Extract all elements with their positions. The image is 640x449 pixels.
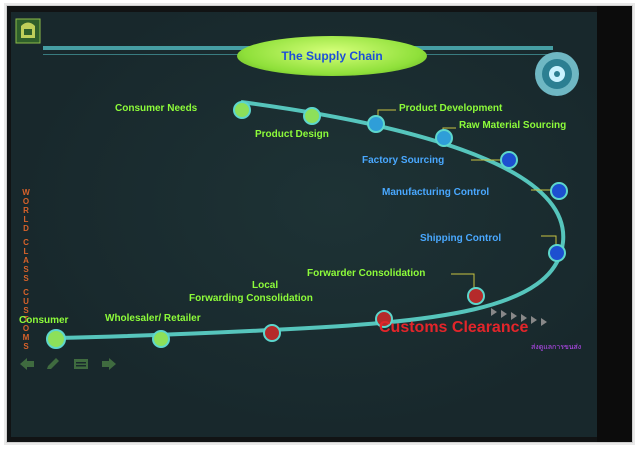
nav-pen[interactable] — [45, 357, 61, 371]
label-forwarding-consolidation: Forwarding Consolidation — [189, 293, 313, 304]
thai-caption: ส่งดูแลการขนส่ง — [531, 344, 582, 351]
node-manufacturing-control — [550, 182, 568, 200]
stage-nodes — [46, 101, 568, 349]
pencil-icon[interactable] — [45, 357, 61, 371]
node-consumer-needs — [233, 101, 251, 119]
title-pill: The Supply Chain — [237, 36, 427, 76]
label-wholesaler-retailer: Wholesaler/ Retailer — [105, 313, 201, 324]
node-shipping-control — [548, 244, 566, 262]
label-forwarder-consolidation: Forwarder Consolidation — [307, 268, 426, 279]
node-product-development — [367, 115, 385, 133]
arrow-right-icon[interactable] — [101, 357, 117, 371]
label-product-development: Product Development — [399, 103, 503, 114]
label-shipping-control: Shipping Control — [420, 233, 502, 244]
node-local-forwarding — [263, 324, 281, 342]
nav-prev[interactable] — [19, 357, 35, 371]
label-consumer-needs: Consumer Needs — [115, 103, 198, 114]
node-forwarder-consolidation — [467, 287, 485, 305]
logo-icon — [15, 18, 41, 44]
label-product-design: Product Design — [255, 129, 329, 140]
nav-menu[interactable] — [73, 357, 89, 371]
node-product-design — [303, 107, 321, 125]
label-factory-sourcing: Factory Sourcing — [362, 155, 445, 166]
slide-title: The Supply Chain — [281, 49, 383, 63]
photo-frame: The Supply Chain W O R L D C L A S S C U… — [6, 5, 633, 443]
customs-clearance-label: Customs Clearance — [379, 319, 529, 336]
node-factory-sourcing — [500, 151, 518, 169]
label-local: Local — [252, 280, 279, 291]
node-customs — [375, 310, 393, 328]
node-wholesaler-retailer — [152, 330, 170, 348]
nav-next[interactable] — [101, 357, 117, 371]
label-raw-material-sourcing: Raw Material Sourcing — [459, 120, 567, 131]
label-manufacturing-control: Manufacturing Control — [382, 187, 490, 198]
label-consumer: Consumer — [19, 315, 69, 326]
arrow-marks — [491, 308, 547, 326]
presentation-slide: The Supply Chain W O R L D C L A S S C U… — [11, 12, 597, 437]
supply-chain-diagram — [46, 100, 568, 349]
menu-icon[interactable] — [73, 357, 89, 371]
corner-badge-icon — [535, 52, 579, 96]
node-raw-material-sourcing — [435, 129, 453, 147]
vertical-world-class-customs: W O R L D C L A S S C U S T O M S — [22, 188, 30, 351]
arrow-left-icon[interactable] — [19, 357, 35, 371]
node-consumer — [46, 329, 66, 349]
projector-edge — [597, 6, 632, 442]
